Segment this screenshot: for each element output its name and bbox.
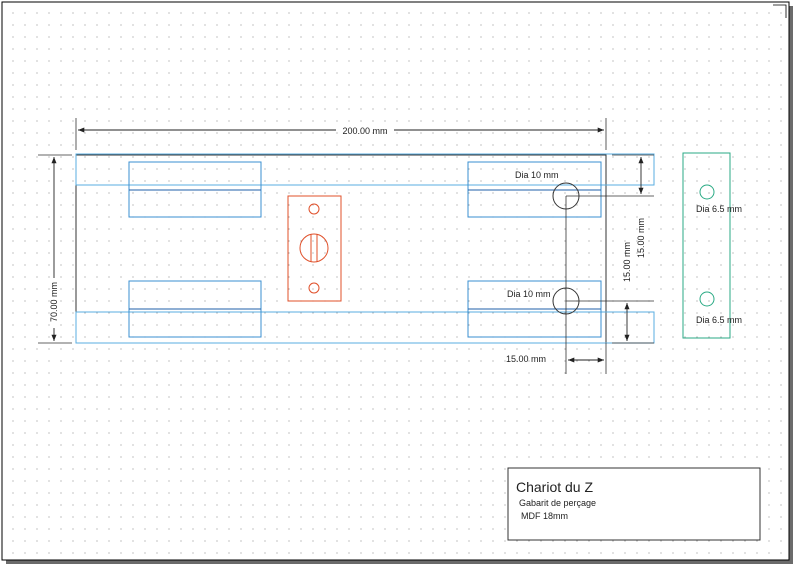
side-part-bottom-hole [699,291,715,307]
side-part [682,152,731,339]
title-block [507,467,761,541]
center-part-bottom-hole [308,282,320,294]
title-block-subtitle: Gabarit de perçage [519,498,596,508]
sheet-corner-mark [773,4,787,18]
hole-label-top: Dia 10 mm [515,170,559,180]
title-block-title: Chariot du Z [516,479,593,495]
side-hole-label-top: Dia 6.5 mm [696,204,742,214]
dim-top-offset-label: 15.00 mm [636,218,646,258]
side-hole-label-bottom: Dia 6.5 mm [696,315,742,325]
dim-width-label: 200.00 mm [342,126,387,136]
dim-height-label: 70.00 mm [49,282,59,322]
side-part-top-hole [699,184,715,200]
dim-bottom-offset-label: 15.00 mm [622,242,632,282]
hole-label-bottom: Dia 10 mm [507,289,551,299]
center-part [287,195,342,302]
center-part-top-hole [308,203,320,215]
title-block-material: MDF 18mm [521,511,568,521]
bottom-rail [75,311,655,344]
top-rail [75,153,655,186]
dim-hole-offset-label: 15.00 mm [506,354,546,364]
center-part-main-hole [299,233,329,263]
